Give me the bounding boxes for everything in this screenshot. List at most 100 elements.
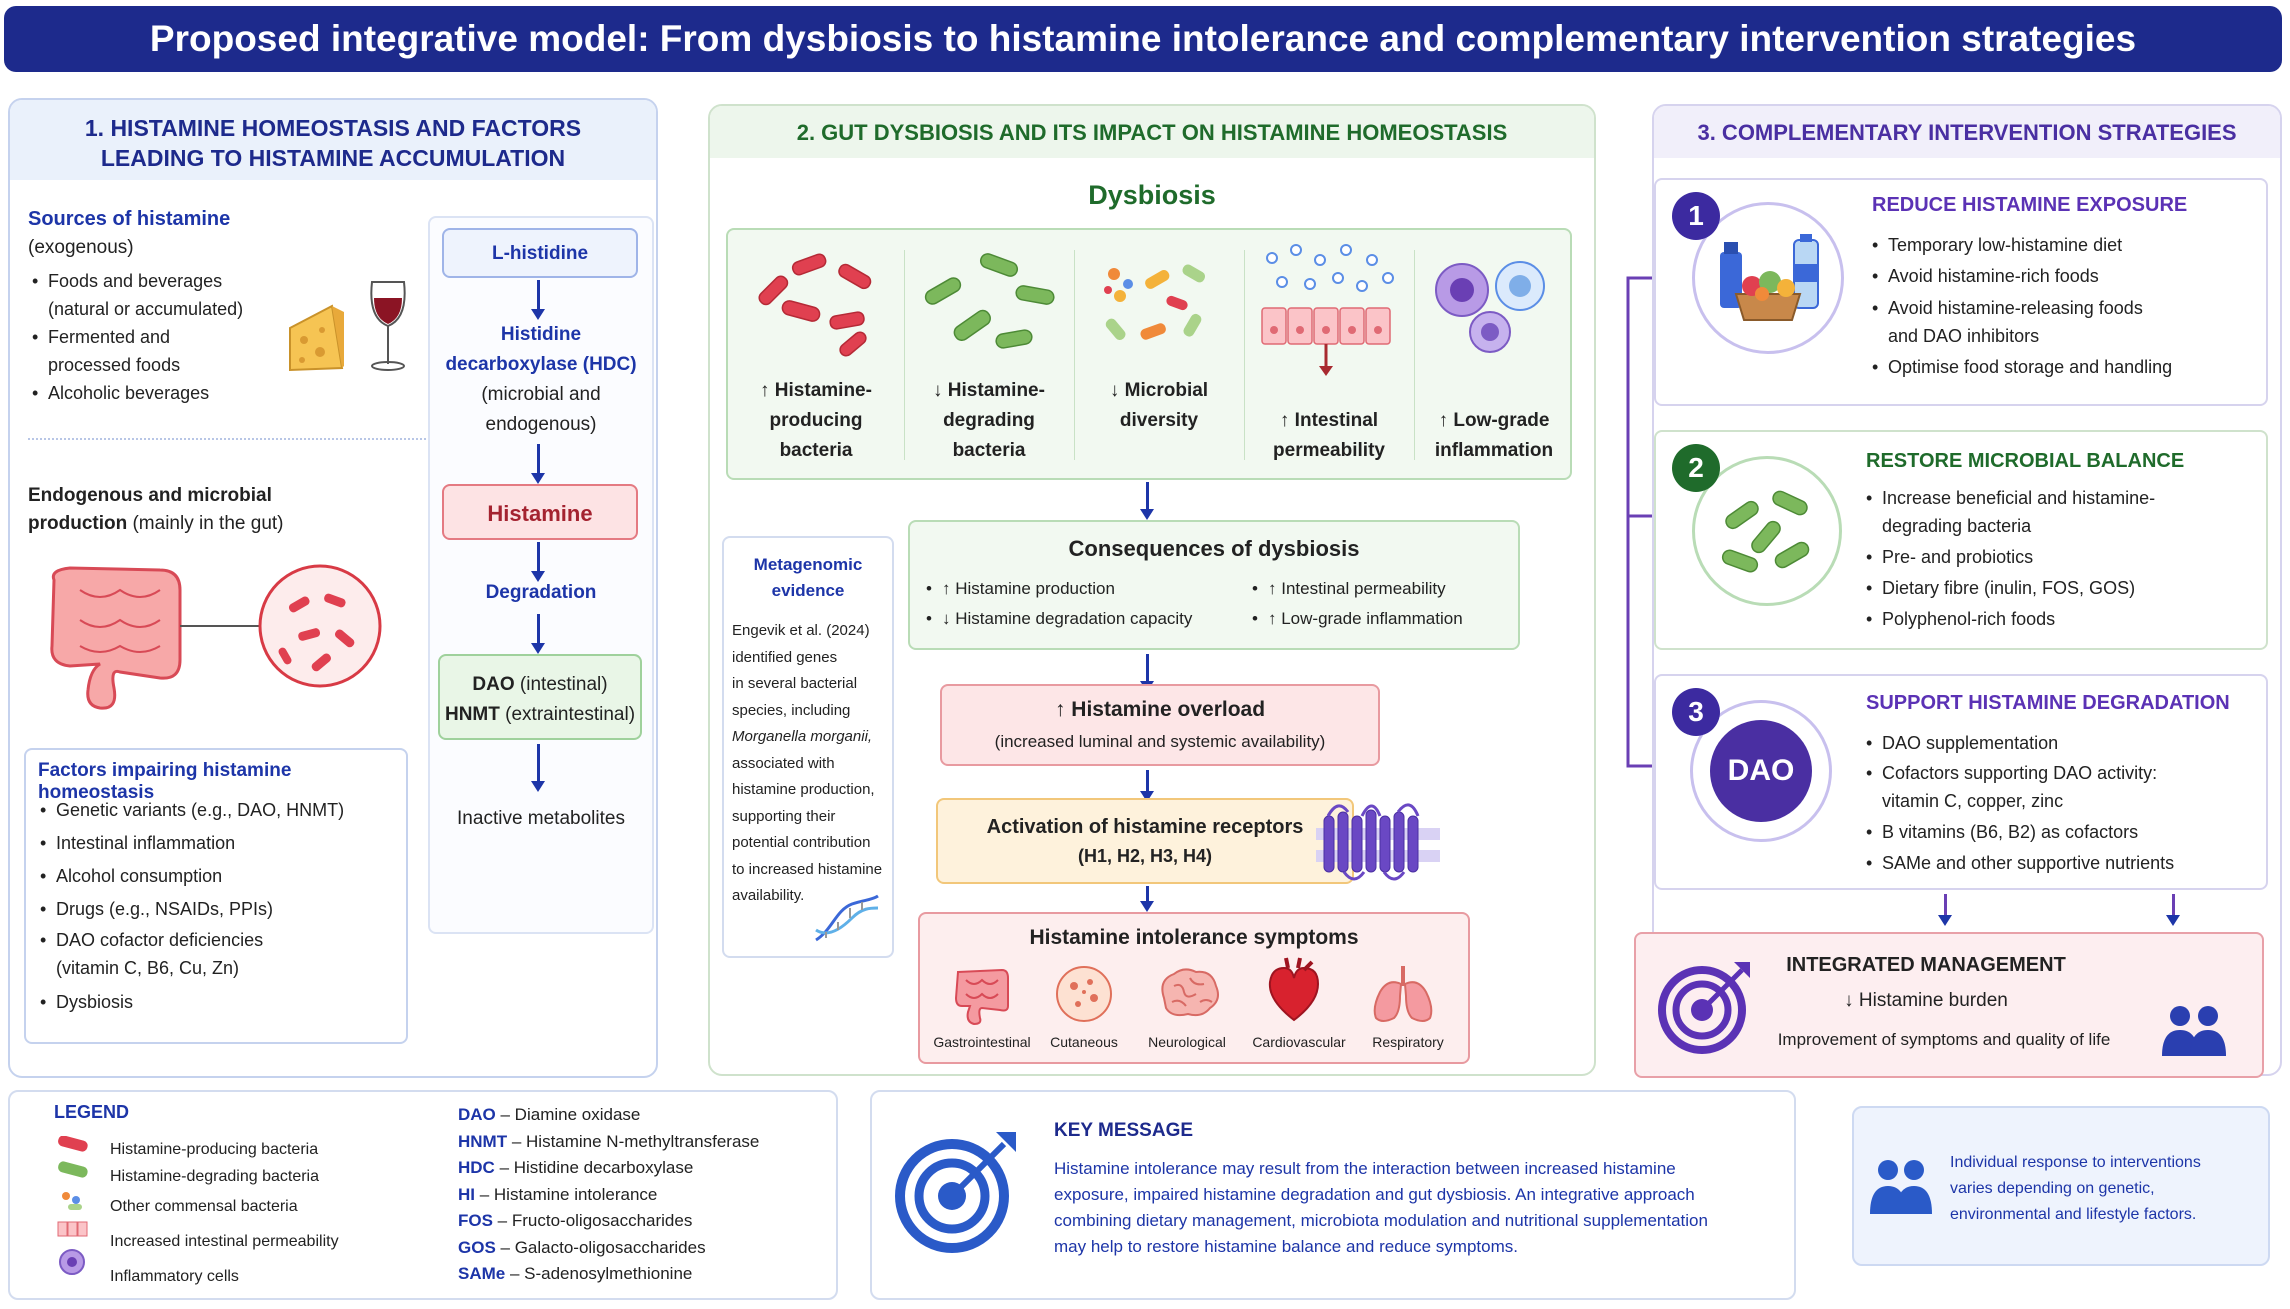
legend-label: Histamine-degrading bacteria bbox=[110, 1168, 319, 1185]
legend-label: Increased intestinal permeability bbox=[110, 1233, 339, 1250]
abbreviation: FOS – Fructo-oligosaccharides bbox=[458, 1211, 693, 1230]
receptors-subtitle: (H1, H2, H3, H4) bbox=[1077, 846, 1213, 866]
overload-title: ↑ Histamine overload bbox=[1054, 698, 1266, 721]
arrow-down bbox=[1140, 886, 1154, 912]
receptors-title: Activation of histamine receptors bbox=[986, 816, 1304, 838]
histamine-box: Histamine bbox=[442, 484, 638, 540]
consequence-item: ↑ Intestinal permeability bbox=[1248, 574, 1463, 604]
arrow-down bbox=[531, 280, 545, 320]
neurological-icon bbox=[1161, 968, 1219, 1017]
strategy-item: DAO supplementation bbox=[1862, 728, 2174, 759]
factor-item: Dysbiosis bbox=[36, 986, 344, 1019]
key-message-title: KEY MESSAGE bbox=[1054, 1120, 1194, 1141]
key-message: KEY MESSAGE Histamine intolerance may re… bbox=[870, 1090, 1796, 1300]
symptom-label: Cutaneous bbox=[1050, 1034, 1118, 1050]
consequences-box: Consequences of dysbiosis ↑ Histamine pr… bbox=[908, 520, 1520, 650]
legend-abbreviations: DAO – Diamine oxidase HNMT – Histamine N… bbox=[458, 1102, 759, 1288]
dao-icon: DAO bbox=[1710, 720, 1812, 822]
divider bbox=[28, 438, 438, 440]
abbreviation: SAMe – S-adenosylmethionine bbox=[458, 1264, 693, 1283]
arrow-down bbox=[531, 614, 545, 654]
strategy-number-badge: 1 bbox=[1672, 192, 1720, 240]
section1-heading: 1. HISTAMINE HOMEOSTASIS AND FACTORS LEA… bbox=[10, 100, 656, 180]
consequences-list-left: ↑ Histamine production ↓ Histamine degra… bbox=[922, 574, 1192, 634]
consequences-title: Consequences of dysbiosis bbox=[1068, 536, 1360, 561]
symptoms-title: Histamine intolerance symptoms bbox=[1029, 926, 1359, 949]
abbreviation: GOS – Galacto-oligosaccharides bbox=[458, 1237, 706, 1257]
legend-symbols-icon bbox=[57, 1136, 88, 1275]
strategy-item: Pre- and probiotics bbox=[1862, 542, 2155, 573]
arrow-down bbox=[1938, 894, 1952, 926]
strategy-item: B vitamins (B6, B2) as cofactors bbox=[1862, 817, 2174, 848]
overload-subtitle: (increased luminal and systemic availabi… bbox=[994, 732, 1326, 751]
integrated-line2: Improvement of symptoms and quality of l… bbox=[1777, 1030, 2111, 1049]
arrow-down bbox=[531, 542, 545, 582]
abbreviation: HDC – Histidine decarboxylase bbox=[458, 1158, 694, 1177]
target-icon bbox=[895, 1132, 1016, 1253]
strategy-item: Increase beneficial and histamine-degrad… bbox=[1862, 484, 2155, 540]
abbreviation: DAO – Diamine oxidase bbox=[458, 1105, 641, 1124]
legend-label: Histamine-producing bacteria bbox=[110, 1141, 319, 1158]
factor-item: Alcohol consumption bbox=[36, 860, 344, 893]
gastrointestinal-icon bbox=[954, 968, 1009, 1026]
section-dysbiosis: 2. GUT DYSBIOSIS AND ITS IMPACT ON HISTA… bbox=[708, 104, 1596, 1076]
strategy-title: RESTORE MICROBIAL BALANCE bbox=[1866, 450, 2185, 472]
page-title: Proposed integrative model: From dysbios… bbox=[4, 6, 2282, 72]
people-icon bbox=[1870, 1160, 1932, 1214]
intestinal-permeability-icon bbox=[1261, 244, 1394, 376]
strategy-item: Dietary fibre (inulin, FOS, GOS) bbox=[1862, 573, 2155, 604]
factor-item: Drugs (e.g., NSAIDs, PPIs) bbox=[36, 893, 344, 926]
abbreviation: HNMT – Histamine N-methyltransferase bbox=[458, 1131, 760, 1151]
dao-hnmt-box: DAO (intestinal) HNMT (extraintestinal) bbox=[438, 654, 642, 740]
l-histidine-box: L-histidine bbox=[442, 228, 638, 278]
symptoms-box: Histamine intolerance symptoms Gastroint… bbox=[918, 912, 1470, 1064]
legend-symbol-labels: Histamine-producing bacteria Histamine-d… bbox=[110, 1136, 339, 1290]
strategy-item: Cofactors supporting DAO activity:vitami… bbox=[1862, 759, 2174, 815]
sources-title: Sources of histamine bbox=[28, 208, 231, 230]
food-icon bbox=[1720, 234, 1819, 321]
section1-heading-line1: 1. HISTAMINE HOMEOSTASIS AND FACTORS bbox=[84, 115, 582, 141]
histamine-overload-box: ↑ Histamine overload (increased luminal … bbox=[940, 684, 1380, 766]
strategy-item: Optimise food storage and handling bbox=[1868, 352, 2172, 383]
endogenous-title: Endogenous and microbial production (mai… bbox=[28, 485, 284, 534]
abbreviation: HI – Histamine intolerance bbox=[458, 1184, 658, 1204]
key-message-text: Histamine intolerance may result from th… bbox=[1054, 1159, 1708, 1256]
histamine-producing-bacteria-icon bbox=[758, 253, 872, 357]
arrow-down bbox=[531, 444, 545, 484]
hdc-label: Histidine decarboxylase (HDC) (microbial… bbox=[445, 324, 637, 435]
section-homeostasis: 1. HISTAMINE HOMEOSTASIS AND FACTORS LEA… bbox=[8, 98, 658, 1078]
symptom-label: Respiratory bbox=[1372, 1034, 1444, 1050]
strategy-card: DAO 3 SUPPORT HISTAMINE DEGRADATION DAO … bbox=[1654, 674, 2268, 890]
strategy-title: SUPPORT HISTAMINE DEGRADATION bbox=[1866, 692, 2230, 714]
symptom-label: Neurological bbox=[1148, 1034, 1226, 1050]
cutaneous-icon bbox=[1056, 966, 1112, 1022]
section1-heading-line2: LEADING TO HISTAMINE ACCUMULATION bbox=[100, 145, 566, 171]
strategy-item: Temporary low-histamine diet bbox=[1868, 230, 2172, 261]
receptor-icon bbox=[1316, 803, 1440, 881]
strategy-list: DAO supplementation Cofactors supporting… bbox=[1862, 728, 2174, 879]
section2-heading: 2. GUT DYSBIOSIS AND ITS IMPACT ON HISTA… bbox=[710, 106, 1594, 158]
sources-subtitle: (exogenous) bbox=[28, 237, 134, 258]
symptom-label: Gastrointestinal bbox=[933, 1034, 1031, 1050]
consequence-item: ↑ Histamine production bbox=[922, 574, 1192, 604]
strategy-connector bbox=[1626, 276, 1652, 768]
strategy-item: Avoid histamine-rich foods bbox=[1868, 261, 2172, 292]
arrow-down bbox=[1140, 654, 1154, 692]
factor-item: Intestinal inflammation bbox=[36, 827, 344, 860]
legend-label: Other commensal bacteria bbox=[110, 1198, 298, 1215]
strategy-item: Polyphenol-rich foods bbox=[1862, 604, 2155, 635]
consequence-item: ↑ Low-grade inflammation bbox=[1248, 604, 1463, 634]
strategy-list: Temporary low-histamine diet Avoid hista… bbox=[1868, 230, 2172, 383]
histamine-degrading-bacteria-icon bbox=[924, 253, 1055, 349]
